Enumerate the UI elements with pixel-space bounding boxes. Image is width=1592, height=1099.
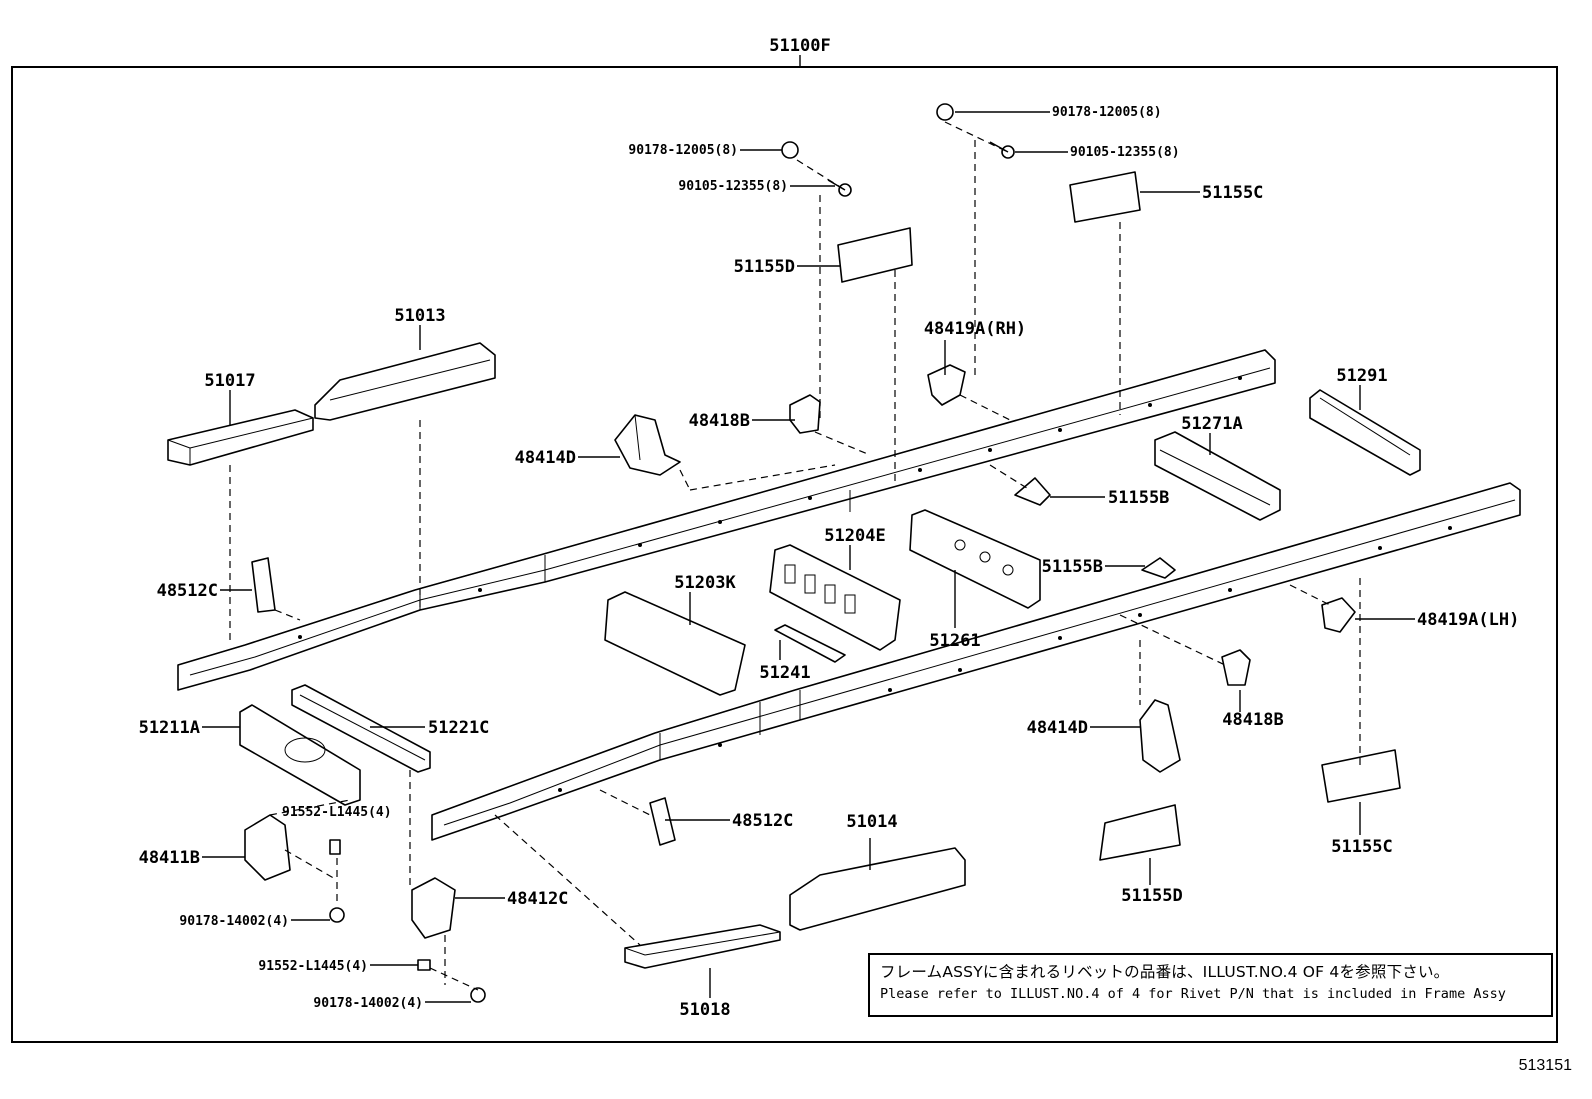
label-51013[interactable]: 51013 — [394, 306, 445, 326]
part-51018 — [624, 924, 781, 969]
part-48412C — [411, 877, 456, 939]
part-51017 — [167, 409, 314, 466]
label-48512C-mid[interactable]: 48512C — [732, 811, 793, 831]
fasteners-bottom — [329, 839, 486, 1003]
label-51241[interactable]: 51241 — [759, 663, 810, 683]
part-51014 — [789, 847, 966, 931]
part-51155D-bot — [1099, 804, 1181, 861]
part-48512C-left — [251, 557, 276, 613]
label-90105-12355-a[interactable]: 90105-12355(8) — [678, 179, 788, 194]
label-51261[interactable]: 51261 — [929, 631, 980, 651]
part-51013 — [314, 342, 496, 421]
part-48414D-top — [614, 414, 681, 476]
part-48419A-rh — [927, 364, 966, 406]
rivet-note-box: フレームASSYに含まれるリベットの品番は、ILLUST.NO.4 OF 4を参… — [868, 953, 1553, 1017]
label-51155D-bot[interactable]: 51155D — [1121, 886, 1182, 906]
part-51241 — [774, 624, 846, 663]
label-48411B[interactable]: 48411B — [139, 848, 200, 868]
right-side-rail — [431, 482, 1521, 841]
label-51203K[interactable]: 51203K — [674, 573, 736, 593]
part-48414D-bot — [1139, 699, 1181, 773]
label-48412C[interactable]: 48412C — [507, 889, 568, 909]
part-48419A-lh — [1321, 597, 1356, 633]
label-51221C[interactable]: 51221C — [428, 718, 489, 738]
label-90178-14002-b[interactable]: 90178-14002(4) — [313, 996, 423, 1011]
part-48512C-mid — [649, 797, 676, 846]
label-91552-L1445-a[interactable]: 91552-L1445(4) — [282, 805, 392, 820]
assembly-label[interactable]: 51100F — [769, 36, 830, 56]
label-51291[interactable]: 51291 — [1336, 366, 1387, 386]
label-48418B-top[interactable]: 48418B — [689, 411, 750, 431]
part-48418B-bot — [1221, 649, 1251, 686]
label-51271A[interactable]: 51271A — [1181, 414, 1242, 434]
label-48414D-bot[interactable]: 48414D — [1027, 718, 1088, 738]
label-48419A-lh[interactable]: 48419A(LH) — [1417, 610, 1519, 630]
part-51291 — [1309, 389, 1421, 476]
catalog-number: 513151 — [1518, 1057, 1572, 1074]
label-48419A-rh[interactable]: 48419A(RH) — [924, 319, 1026, 339]
label-90105-12355-b[interactable]: 90105-12355(8) — [1070, 145, 1180, 160]
label-48512C-left[interactable]: 48512C — [157, 581, 218, 601]
part-48411B — [244, 814, 291, 881]
part-51155B-a — [1014, 477, 1051, 506]
label-90178-12005-b[interactable]: 90178-12005(8) — [1052, 105, 1162, 120]
part-labels: 90178-12005(8) 90105-12355(8) 90178-1200… — [139, 105, 1520, 1020]
part-48418B-top — [789, 394, 821, 434]
label-91552-L1445-b[interactable]: 91552-L1445(4) — [258, 959, 368, 974]
part-51204E — [769, 544, 901, 651]
label-51155C-bot[interactable]: 51155C — [1331, 837, 1392, 857]
part-51155D-top — [837, 227, 913, 283]
note-english: Please refer to ILLUST.NO.4 of 4 for Riv… — [880, 986, 1506, 1002]
part-51211A — [239, 704, 361, 806]
label-51204E[interactable]: 51204E — [824, 526, 885, 546]
note-japanese: フレームASSYに含まれるリベットの品番は、ILLUST.NO.4 OF 4を参… — [880, 963, 1450, 981]
label-51211A[interactable]: 51211A — [139, 718, 200, 738]
label-51155D-top[interactable]: 51155D — [734, 257, 795, 277]
part-51271A — [1154, 431, 1281, 521]
label-90178-14002-a[interactable]: 90178-14002(4) — [179, 914, 289, 929]
part-51203K — [604, 591, 746, 696]
label-51018[interactable]: 51018 — [679, 1000, 730, 1020]
label-51155B-b[interactable]: 51155B — [1042, 557, 1103, 577]
part-51155C-bot — [1321, 749, 1401, 803]
label-48418B-bot[interactable]: 48418B — [1222, 710, 1283, 730]
label-48414D-top[interactable]: 48414D — [515, 448, 576, 468]
part-51221C — [291, 684, 431, 773]
label-51017[interactable]: 51017 — [204, 371, 255, 391]
leader-lines — [202, 111, 1415, 1003]
label-90178-12005-a[interactable]: 90178-12005(8) — [628, 143, 738, 158]
label-51014[interactable]: 51014 — [846, 812, 897, 832]
assembly-lines — [229, 121, 1361, 991]
part-51261 — [909, 509, 1041, 609]
part-51155C-top — [1069, 171, 1141, 223]
part-51155B-b — [1141, 557, 1176, 579]
fasteners-top — [781, 103, 1015, 197]
label-51155C-top[interactable]: 51155C — [1202, 183, 1263, 203]
diagram-border — [11, 66, 1558, 1043]
label-51155B-a[interactable]: 51155B — [1108, 488, 1169, 508]
